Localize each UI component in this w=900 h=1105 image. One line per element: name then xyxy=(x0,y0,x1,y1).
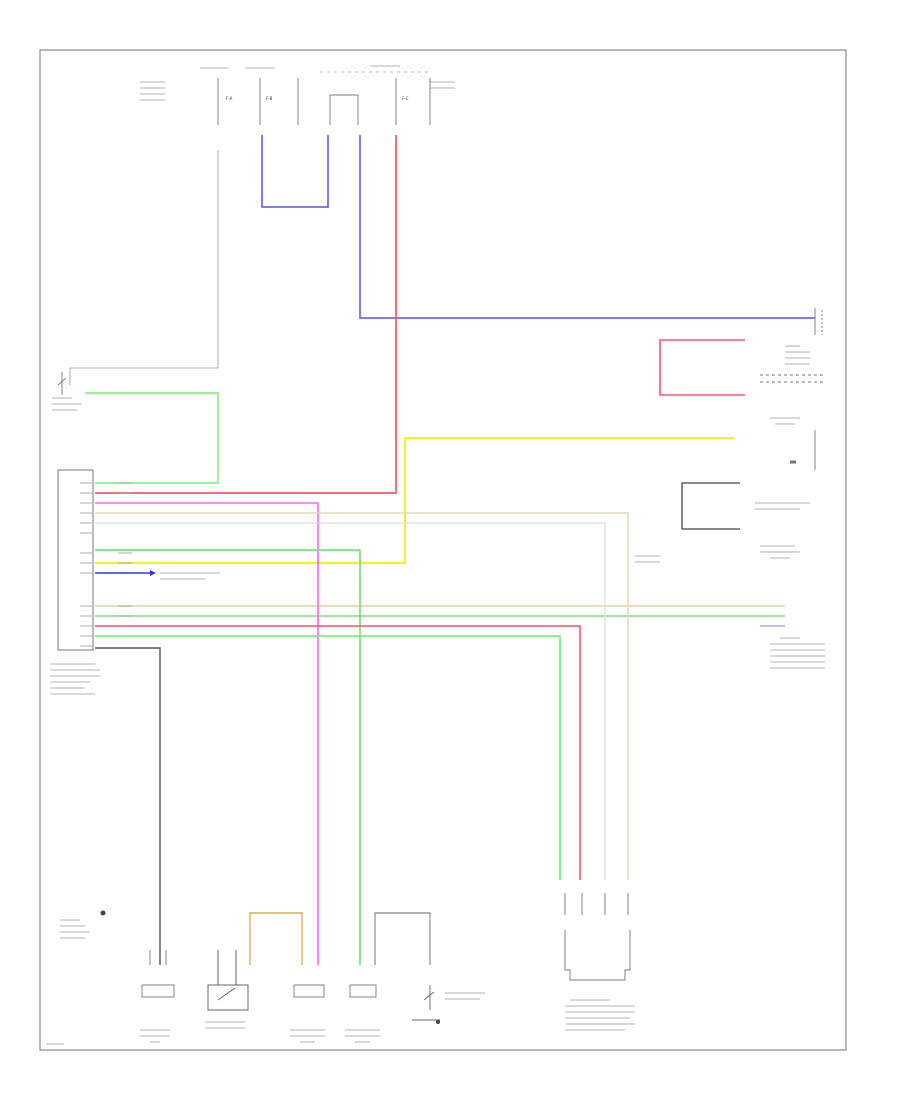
arrow-right-icon xyxy=(150,570,156,576)
wire-beige-long xyxy=(95,512,629,880)
left-ecu-name-stubs xyxy=(50,397,100,695)
bottom-connector-1 xyxy=(141,950,175,998)
top-fuse-label-c: F-C xyxy=(402,96,409,101)
top-labels xyxy=(140,65,455,101)
wire-pink-loop xyxy=(659,339,745,396)
bottom-switch xyxy=(207,950,249,1011)
wire-red-long xyxy=(95,135,397,494)
right-connector-frames xyxy=(760,308,825,470)
wire-dark-vertical xyxy=(95,647,161,965)
top-fuse-label-b: F-B xyxy=(266,96,273,101)
left-ground-note xyxy=(60,919,90,939)
left-ecu-pin-labels xyxy=(80,482,132,647)
wire-red-trans xyxy=(95,625,581,880)
wire-tan xyxy=(249,912,303,965)
wire-dark-loop xyxy=(681,482,740,530)
diagram-border xyxy=(39,49,847,1051)
wire-blue-loop xyxy=(261,135,329,208)
top-fuses xyxy=(217,78,431,125)
pedal-label xyxy=(445,992,485,1000)
bottom-connector-3 xyxy=(349,984,377,998)
bottom-transmission xyxy=(564,893,631,981)
wire-green-trans xyxy=(95,635,561,880)
wire-magenta xyxy=(95,502,319,965)
wire-lightgrey xyxy=(95,522,606,880)
bottom-connector-2 xyxy=(293,984,325,998)
ground-icon xyxy=(100,910,106,916)
right-label-stubs xyxy=(635,345,825,669)
wire-blue-long xyxy=(359,135,815,319)
wire-yellow xyxy=(95,437,735,564)
wire-green-switch xyxy=(85,392,219,484)
wire-grey-fuse-to-switch xyxy=(69,150,219,385)
left-main-ecu-frame xyxy=(57,469,94,651)
wire-green-down xyxy=(95,549,361,965)
bottom-pedal-switch xyxy=(374,912,440,1021)
pedal-ground-icon xyxy=(436,1020,440,1024)
bottom-labels xyxy=(140,1021,380,1043)
left-switch xyxy=(57,372,67,395)
transmission-label xyxy=(565,999,635,1031)
top-fuse-label-a: F-A xyxy=(226,96,233,101)
